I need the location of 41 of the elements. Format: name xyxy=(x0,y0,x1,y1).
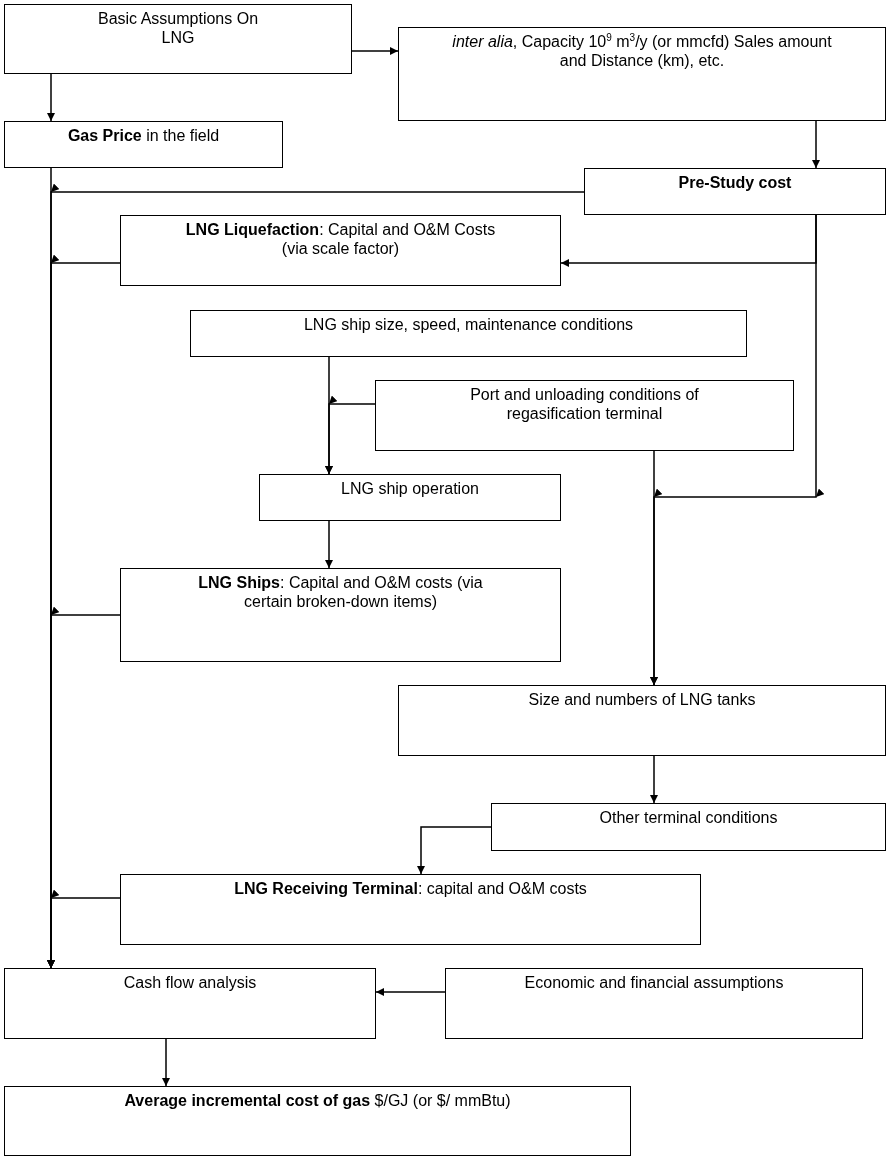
box-label: Economic and financial assumptions xyxy=(524,973,784,992)
process-box xyxy=(398,685,886,756)
process-box xyxy=(398,27,886,121)
arrow xyxy=(375,988,446,996)
arrow xyxy=(650,450,658,686)
process-box xyxy=(120,568,561,662)
box-label: LNG Receiving Terminal: capital and O&M costs xyxy=(234,879,587,898)
box-label: Port and unloading conditions of regasification terminal xyxy=(469,385,700,423)
box-label: LNG ship operation xyxy=(341,479,479,498)
box-label: Cash flow analysis xyxy=(123,973,257,992)
arrow xyxy=(351,47,399,55)
process-box xyxy=(445,968,863,1039)
process-box xyxy=(4,1086,631,1156)
arrow xyxy=(325,396,376,475)
arrow xyxy=(417,826,492,875)
arrow xyxy=(162,1038,170,1087)
box-label: LNG Ships: Capital and O&M costs (via certain broken-down items) xyxy=(197,573,484,611)
process-box xyxy=(120,215,561,286)
box-label: LNG Liquefaction: Capital and O&M Costs (via scale factor) xyxy=(185,220,496,258)
box-label: Average incremental cost of gas $/GJ (or $/ mmBtu) xyxy=(124,1091,511,1110)
box-label: Other terminal conditions xyxy=(599,808,778,827)
box-label: LNG ship size, speed, maintenance conditions xyxy=(303,315,634,334)
arrow xyxy=(812,120,820,169)
box-label: Gas Price in the field xyxy=(67,126,220,145)
process-box xyxy=(259,474,561,521)
process-box xyxy=(491,803,886,851)
arrow xyxy=(650,755,658,804)
box-label: Size and numbers of LNG tanks xyxy=(528,690,756,709)
process-box xyxy=(584,168,886,215)
arrow xyxy=(47,73,55,122)
arrow xyxy=(47,890,121,969)
process-box xyxy=(190,310,747,357)
process-box xyxy=(375,380,794,451)
box-label: Basic Assumptions On LNG xyxy=(96,9,260,47)
box-label: inter alia, Capacity 10$^{9}$ m$^{3}$/y (or mmcfd) Sales amount and Distance (km), etc. xyxy=(451,32,833,70)
process-box xyxy=(120,874,701,945)
process-box xyxy=(4,968,376,1039)
box-label: Pre-Study cost xyxy=(678,173,792,192)
process-box xyxy=(4,121,283,168)
process-box xyxy=(4,4,352,74)
arrow xyxy=(325,520,333,569)
